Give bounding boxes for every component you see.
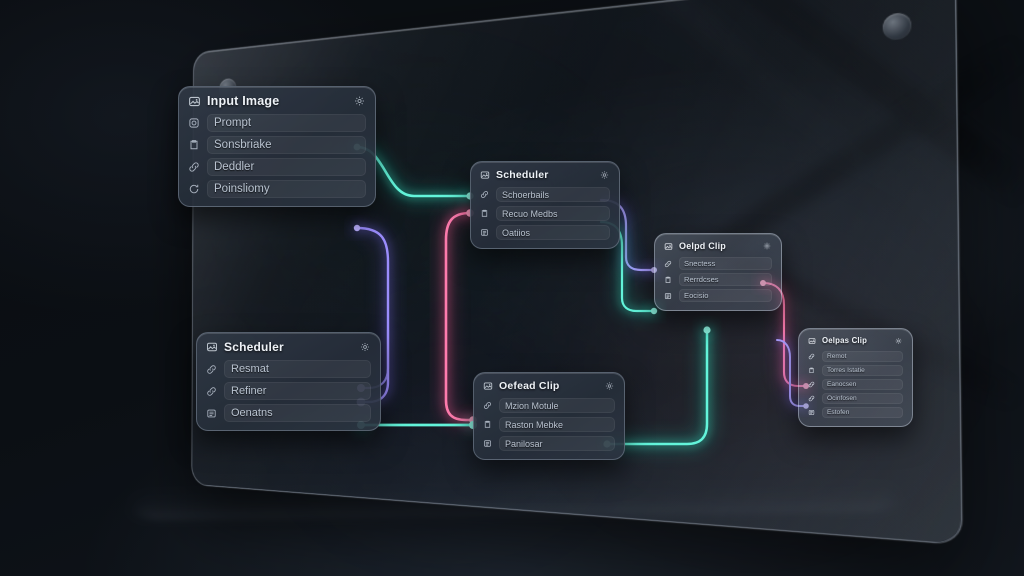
node-row-label: Estofen — [822, 407, 903, 418]
node-row-label: Eanocsen — [822, 379, 903, 390]
link-icon — [189, 162, 199, 172]
node-row-label: Snectess — [679, 257, 772, 270]
node-row-label: Ocinfosen — [822, 393, 903, 404]
link-icon — [808, 353, 815, 360]
node-header: Oelpd Clip — [664, 241, 772, 251]
clipboard-icon — [481, 209, 488, 217]
gear-icon[interactable] — [360, 342, 370, 352]
clipboard-icon — [665, 276, 671, 283]
gear-icon[interactable] — [354, 96, 365, 107]
node-header: Input Image — [188, 94, 366, 108]
image-icon — [207, 342, 217, 352]
node-output-clip-far[interactable]: Oelpas Clip Remot Torres Istatie Eanocse… — [798, 328, 913, 427]
image-icon — [189, 96, 200, 106]
node-row[interactable]: Panilosar — [483, 436, 615, 451]
list-icon — [808, 409, 815, 416]
node-row[interactable]: Mzion Motule — [483, 398, 615, 413]
gear-icon[interactable] — [763, 242, 771, 250]
node-row-label: Panilosar — [499, 436, 615, 451]
node-output-clip-mid[interactable]: Oefead Clip Mzion Motule Raston Mebke Pa… — [473, 372, 625, 460]
node-row-label: Oatiios — [496, 225, 610, 240]
node-row[interactable]: Refiner — [206, 382, 371, 400]
node-row[interactable]: Remot — [808, 351, 903, 362]
clipboard-icon — [809, 367, 814, 374]
link-icon — [664, 260, 672, 267]
node-header: Scheduler — [206, 340, 371, 354]
node-row[interactable]: Estofen — [808, 407, 903, 418]
node-row-label: Rerrdcses — [679, 273, 772, 286]
panel-sheen — [192, 0, 962, 544]
node-row[interactable]: Oatiios — [480, 225, 610, 240]
panel-inner-shade — [192, 0, 961, 543]
node-row[interactable]: Rerrdcses — [664, 273, 772, 286]
node-row[interactable]: Resmat — [206, 360, 371, 378]
node-row[interactable]: Eocisio — [664, 289, 772, 302]
node-header: Oefead Clip — [483, 380, 615, 392]
image-icon — [664, 242, 673, 250]
node-title: Scheduler — [224, 340, 284, 354]
node-row-label: Sonsbriake — [207, 136, 366, 154]
node-row[interactable]: Schoerbails — [480, 187, 610, 202]
link-icon — [207, 386, 216, 396]
node-header: Scheduler — [480, 169, 610, 181]
node-scheduler-mid[interactable]: Scheduler Schoerbails Recuo Medbs Oatiio… — [470, 161, 620, 249]
camera-icon — [189, 118, 199, 128]
node-row-label: Schoerbails — [496, 187, 610, 202]
node-title: Oefead Clip — [499, 380, 560, 392]
node-row-label: Poinsliomy — [207, 180, 366, 198]
clipboard-icon — [190, 140, 198, 150]
node-row[interactable]: Prompt — [188, 114, 366, 132]
node-row-label: Deddler — [207, 158, 366, 176]
node-row[interactable]: Sonsbriake — [188, 136, 366, 154]
node-scheduler-left[interactable]: Scheduler Resmat Refiner Oenatns — [196, 332, 381, 431]
node-row-label: Torres Istatie — [822, 365, 903, 376]
node-input-image[interactable]: Input Image Prompt Sonsbriake Deddler Po… — [178, 86, 376, 207]
list-icon — [484, 440, 491, 447]
node-output-clip-right[interactable]: Oelpd Clip Snectess Rerrdcses Eocisio — [654, 233, 782, 311]
node-row-label: Resmat — [224, 360, 371, 378]
node-row-label: Remot — [822, 351, 903, 362]
list-icon — [664, 292, 672, 299]
list-icon — [481, 229, 488, 236]
image-icon — [483, 382, 493, 390]
gear-icon[interactable] — [895, 337, 902, 344]
node-row-label: Mzion Motule — [499, 398, 615, 413]
node-title: Scheduler — [496, 169, 549, 181]
link-icon — [480, 190, 489, 199]
glass-panel — [191, 0, 963, 546]
node-row-label: Eocisio — [679, 289, 772, 302]
node-row-label: Refiner — [224, 382, 371, 400]
node-row[interactable]: Eanocsen — [808, 379, 903, 390]
refresh-icon — [189, 184, 199, 194]
node-header: Oelpas Clip — [808, 336, 903, 345]
node-row[interactable]: Raston Mebke — [483, 417, 615, 432]
node-row-label: Recuo Medbs — [496, 206, 610, 221]
link-icon — [483, 401, 492, 410]
node-row[interactable]: Recuo Medbs — [480, 206, 610, 221]
node-row[interactable]: Ocinfosen — [808, 393, 903, 404]
node-row[interactable]: Torres Istatie — [808, 365, 903, 376]
status-dot-right — [882, 11, 912, 41]
clipboard-icon — [484, 420, 491, 428]
node-row[interactable]: Deddler — [188, 158, 366, 176]
node-row[interactable]: Snectess — [664, 257, 772, 270]
node-row-label: Prompt — [207, 114, 366, 132]
node-row-label: Oenatns — [224, 404, 371, 422]
gear-icon[interactable] — [605, 382, 614, 391]
image-icon — [480, 171, 490, 179]
link-icon — [808, 395, 815, 402]
node-row[interactable]: Oenatns — [206, 404, 371, 422]
link-icon — [808, 381, 815, 388]
node-row-label: Raston Mebke — [499, 417, 615, 432]
image-icon — [808, 337, 816, 344]
node-title: Oelpas Clip — [822, 336, 868, 345]
link-icon — [207, 364, 216, 374]
node-title: Oelpd Clip — [679, 241, 726, 251]
node-row[interactable]: Poinsliomy — [188, 180, 366, 198]
node-title: Input Image — [207, 94, 280, 108]
gear-icon[interactable] — [600, 171, 609, 180]
list-icon — [207, 409, 216, 417]
